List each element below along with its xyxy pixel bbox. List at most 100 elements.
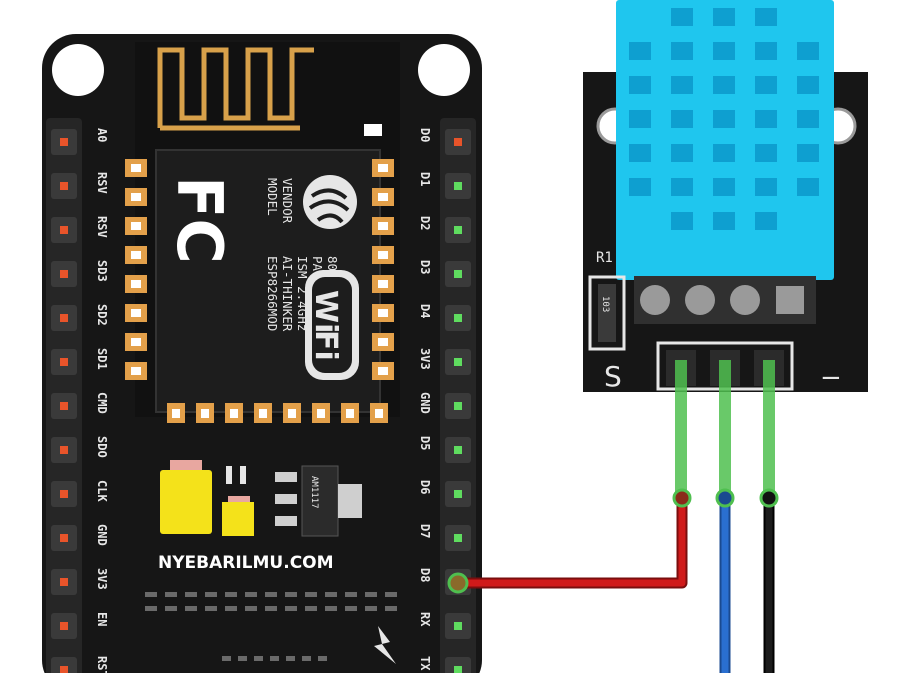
resistor-value: 103	[600, 296, 610, 312]
smd-part	[225, 592, 237, 597]
sensor-vent	[797, 144, 819, 162]
left-pin-dot	[60, 534, 68, 542]
joint-red	[672, 488, 692, 508]
left-pin-label: RST	[95, 656, 109, 673]
left-pin-label: GND	[95, 524, 109, 546]
right-pin-dot	[454, 358, 462, 366]
right-pin-label: 3V3	[418, 348, 432, 370]
resistor-outline	[588, 275, 626, 351]
warning-bolt-icon	[374, 626, 396, 664]
sensor-vent	[713, 76, 735, 94]
smd-part	[305, 606, 317, 611]
sensor-vent	[713, 178, 735, 196]
right-pin-label: D1	[418, 172, 432, 186]
module-pads	[125, 159, 394, 423]
smd-part	[325, 592, 337, 597]
fc-logo: FC	[163, 176, 236, 264]
smd-components	[145, 592, 397, 661]
smd-part	[345, 592, 357, 597]
smd-part	[345, 606, 357, 611]
left-pin-label: SD2	[95, 304, 109, 326]
left-pin-dot	[60, 490, 68, 498]
right-pin-dot	[454, 226, 462, 234]
smd-part	[222, 656, 231, 661]
espressif-logo-icon	[303, 175, 357, 229]
smd-part	[165, 592, 177, 597]
left-pin-dot	[60, 182, 68, 190]
smd-part	[205, 592, 217, 597]
sensor-vent	[713, 110, 735, 128]
sensor-vent	[755, 8, 777, 26]
sensor-vent	[713, 212, 735, 230]
model-value: ESP8266MOD	[265, 256, 280, 331]
sensor-vent	[671, 8, 693, 26]
smd-part	[285, 592, 297, 597]
smd-part	[225, 606, 237, 611]
wire-red-signal	[460, 498, 686, 587]
smd-part	[185, 592, 197, 597]
sensor-vent	[671, 212, 693, 230]
left-pin-label: RSV	[95, 172, 109, 194]
left-pin-label: CMD	[95, 392, 109, 414]
small-capacitor	[222, 502, 254, 536]
site-label: NYEBARILMU.COM	[158, 553, 334, 573]
left-pin-dot	[60, 446, 68, 454]
smd-part	[270, 656, 279, 661]
sensor-vent	[797, 42, 819, 60]
sensor-vent	[713, 42, 735, 60]
lead-ground	[763, 360, 775, 500]
resistor-label: R1	[596, 250, 613, 266]
left-pin-dot	[60, 270, 68, 278]
joint-black	[759, 488, 779, 508]
right-pin-dot	[454, 534, 462, 542]
sensor-vent	[629, 144, 651, 162]
right-pin-label: GND	[418, 392, 432, 414]
sensor-vent	[755, 42, 777, 60]
sensor-vent	[671, 42, 693, 60]
sensor-vent	[671, 144, 693, 162]
left-pin-dot	[60, 358, 68, 366]
left-pin-label: SD1	[95, 348, 109, 370]
left-pin-label: SD3	[95, 260, 109, 282]
smd-part	[145, 592, 157, 597]
smd-part	[285, 606, 297, 611]
left-pin-label: CLK	[95, 480, 109, 502]
right-pin-dot	[454, 402, 462, 410]
sensor-vent	[755, 144, 777, 162]
right-pin-label: D6	[418, 480, 432, 494]
ground-mark: −	[820, 363, 842, 393]
left-pin-label: 3V3	[95, 568, 109, 590]
dht11-sensor-module: R1 103 S −	[583, 0, 868, 393]
right-pin-dot	[454, 138, 462, 146]
left-pin-dot	[60, 138, 68, 146]
sensor-vents	[629, 8, 819, 230]
sensor-vent	[755, 110, 777, 128]
smd-part	[238, 656, 247, 661]
smd-part	[325, 606, 337, 611]
sensor-vent	[629, 42, 651, 60]
sensor-vent	[629, 76, 651, 94]
smd-part	[254, 656, 263, 661]
sensor-vent	[629, 110, 651, 128]
status-led	[364, 124, 382, 136]
right-pin-dot	[454, 666, 462, 674]
wifi-logo-top: Wi	[308, 290, 343, 333]
mounting-hole-right	[418, 44, 470, 96]
right-pin-dot	[454, 270, 462, 278]
wifi-logo-bottom: Fi	[308, 330, 343, 361]
lead-vcc	[719, 360, 731, 500]
sensor-vent	[797, 178, 819, 196]
left-pin-dot	[60, 402, 68, 410]
right-pin-label: D0	[418, 128, 432, 142]
right-pin-label: TX	[418, 656, 432, 671]
left-pin-label: A0	[95, 128, 109, 142]
right-pin-dot	[454, 622, 462, 630]
right-pin-label: D8	[418, 568, 432, 582]
vendor-value: AI-THINKER	[280, 256, 295, 332]
smd-part	[245, 606, 257, 611]
regulator-label: AM1117	[309, 476, 319, 509]
smd-part	[165, 606, 177, 611]
